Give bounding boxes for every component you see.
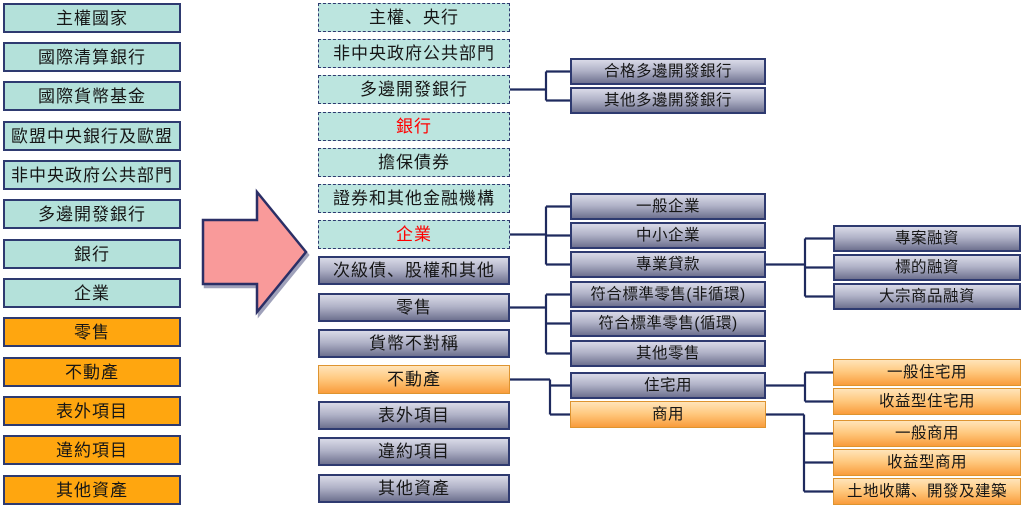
node-sme: 中小企業 [570, 222, 766, 249]
node-covered-bonds: 擔保債券 [318, 148, 510, 177]
node-general-corporate: 一般企業 [570, 193, 766, 220]
node-real-estate: 不動產 [3, 357, 181, 387]
node-imf: 國際貨幣基金 [3, 81, 181, 111]
node-corporate2: 企業 [318, 220, 510, 249]
node-general-residential: 一般住宅用 [833, 359, 1021, 386]
connector-line-specialised-lending [766, 237, 833, 298]
connector-line-corporate2 [510, 205, 570, 266]
node-rr-revolving: 符合標準零售(循環) [570, 310, 766, 337]
node-real-estate2: 不動產 [318, 365, 510, 394]
node-off-balance2: 表外項目 [318, 401, 510, 430]
node-other-assets: 其他資產 [3, 475, 181, 505]
node-defaulted: 違約項目 [3, 435, 181, 465]
node-pse2: 非中央政府公共部門 [318, 39, 510, 68]
node-retail: 零售 [3, 317, 181, 347]
node-other-mdb: 其他多邊開發銀行 [570, 87, 766, 114]
node-securities-fi: 證券和其他金融機構 [318, 184, 510, 213]
node-object-finance: 標的融資 [833, 254, 1021, 281]
node-other-assets2: 其他資產 [318, 474, 510, 503]
node-subdebt-equity: 次級債、股權和其他 [318, 256, 510, 285]
node-commercial: 商用 [570, 401, 766, 428]
node-income-commercial: 收益型商用 [833, 449, 1021, 476]
node-adc: 土地收購、開發及建築 [833, 478, 1021, 505]
node-corporate: 企業 [3, 278, 181, 308]
node-pse: 非中央政府公共部門 [3, 160, 181, 190]
node-commodities-finance: 大宗商品融資 [833, 283, 1021, 310]
node-retail2: 零售 [318, 293, 510, 322]
node-income-residential: 收益型住宅用 [833, 388, 1021, 415]
node-bis: 國際清算銀行 [3, 42, 181, 72]
connector-line-retail2 [510, 293, 570, 355]
node-bank2: 銀行 [318, 112, 510, 141]
node-general-commercial: 一般商用 [833, 420, 1021, 447]
node-mdb2: 多邊開發銀行 [318, 75, 510, 104]
node-defaulted2: 違約項目 [318, 437, 510, 466]
node-sovereign-cb: 主權、央行 [318, 3, 510, 32]
flow-arrow-shape [201, 188, 308, 316]
connector-line-residential [766, 371, 833, 403]
node-bank: 銀行 [3, 239, 181, 269]
node-project-finance: 專案融資 [833, 225, 1021, 252]
connector-line-mdb2 [510, 70, 570, 102]
node-mdb: 多邊開發銀行 [3, 199, 181, 229]
connector-line-commercial [766, 413, 833, 493]
node-other-retail: 其他零售 [570, 340, 766, 367]
node-sovereign: 主權國家 [3, 3, 181, 33]
node-off-balance: 表外項目 [3, 396, 181, 426]
node-currency-mismatch: 貨幣不對稱 [318, 329, 510, 358]
node-qualified-mdb: 合格多邊開發銀行 [570, 58, 766, 85]
node-specialised-lending: 專業貸款 [570, 251, 766, 278]
node-rr-nonrevolving: 符合標準零售(非循環) [570, 281, 766, 308]
node-ecb-eu: 歐盟中央銀行及歐盟 [3, 121, 181, 151]
node-residential: 住宅用 [570, 372, 766, 399]
connector-line-real-estate2 [510, 378, 570, 416]
